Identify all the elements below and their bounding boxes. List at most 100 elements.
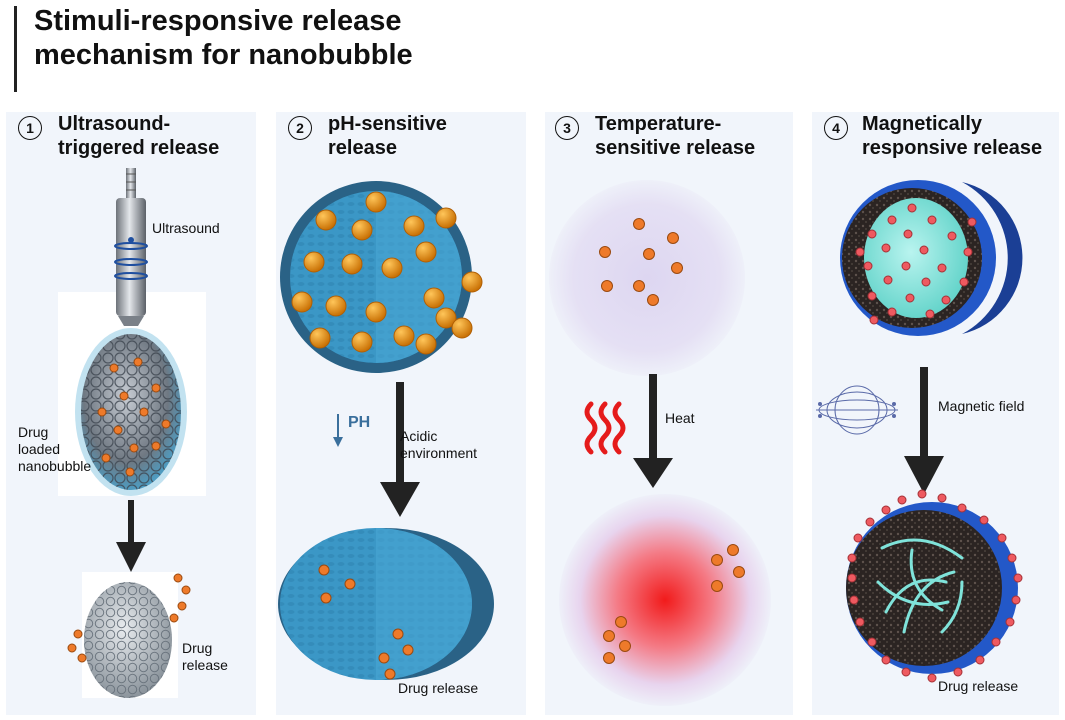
ultrasound-probe-icon	[114, 168, 148, 326]
panel-temperature-sensitive: 3 Temperature- sensitive release Heat	[545, 112, 793, 715]
lipid-nanobubble-icon	[549, 180, 745, 376]
ultrasound-label: Ultrasound	[152, 220, 220, 236]
magnetic-particle	[967, 217, 977, 227]
magnetic-particle	[865, 517, 875, 527]
drug-particle	[344, 578, 356, 590]
step-number: 3	[555, 116, 579, 140]
magnetic-particle	[1007, 553, 1017, 563]
drug-particle	[77, 653, 87, 663]
magnetic-particle	[881, 243, 891, 253]
magnetic-particle	[881, 655, 891, 665]
step-number: 1	[18, 116, 42, 140]
drug-loaded-label-line-2: loaded	[18, 441, 61, 457]
drug-particle	[351, 219, 373, 241]
drug-particle	[615, 616, 627, 628]
title-line-1: Stimuli-responsive release	[34, 5, 402, 37]
drug-release-label: Drug release	[398, 680, 479, 696]
panel-3-illustration	[549, 180, 771, 706]
drug-particle	[403, 215, 425, 237]
magnetic-particle	[849, 595, 859, 605]
drug-particle	[435, 207, 457, 229]
figure-title: Stimuli-responsive release mechanism for…	[34, 4, 413, 72]
heat-label: Heat	[665, 410, 695, 426]
drug-particle	[113, 425, 123, 435]
acidic-environment-label: Acidic environment	[400, 428, 477, 462]
drug-loaded-label-line-1: Drug	[18, 424, 49, 440]
magnetic-particle	[847, 553, 857, 563]
panel-title-line-2: sensitive release	[595, 137, 756, 159]
drug-particle	[365, 301, 387, 323]
arrow-down-icon	[116, 500, 146, 572]
drug-particle	[169, 613, 179, 623]
magnetic-field-label: Magnetic field	[938, 398, 1025, 414]
panel-title-line-1: Magnetically	[862, 113, 983, 135]
panel-title: Temperature- sensitive release	[595, 112, 755, 160]
panel-title: pH-sensitive release	[328, 112, 447, 160]
magnetic-particle	[863, 261, 873, 271]
panel-ph-sensitive: 2 pH-sensitive release	[276, 112, 526, 715]
drug-particle	[309, 327, 331, 349]
drug-particle	[601, 280, 613, 292]
drug-particle	[325, 295, 347, 317]
drug-particle	[378, 652, 390, 664]
drug-particle	[415, 241, 437, 263]
drug-particle	[119, 391, 129, 401]
arrow-down-icon	[380, 382, 420, 517]
magnetic-particle	[867, 229, 877, 239]
drug-particle	[381, 257, 403, 279]
panel-title-line-2: release	[328, 137, 397, 159]
drug-particle	[161, 419, 171, 429]
drug-particle	[633, 218, 645, 230]
magnetic-particle	[853, 533, 863, 543]
drug-particle	[727, 544, 739, 556]
magnetic-particle	[957, 503, 967, 513]
title-line-2: mechanism for nanobubble	[34, 39, 413, 71]
drug-particle	[97, 407, 107, 417]
drug-particle	[619, 640, 631, 652]
drug-particle	[303, 251, 325, 273]
magnetic-particle	[883, 275, 893, 285]
drug-particle	[177, 601, 187, 611]
magnetic-particle	[921, 277, 931, 287]
magnetic-particle	[903, 229, 913, 239]
magnetic-particle	[937, 263, 947, 273]
drug-particle	[125, 467, 135, 477]
magnetic-particle	[1013, 573, 1023, 583]
drug-particle	[318, 564, 330, 576]
magnetic-particle	[897, 495, 907, 505]
panel-2-illustration	[278, 181, 494, 680]
magnetic-particle	[855, 617, 865, 627]
ph-label: PH	[348, 414, 371, 431]
drug-particle	[603, 652, 615, 664]
heat-waves-icon	[584, 401, 626, 455]
drug-particle	[415, 333, 437, 355]
magnetic-particle	[927, 215, 937, 225]
magnetic-particle	[941, 295, 951, 305]
drug-release-label-line-1: Drug	[182, 640, 213, 656]
magnetic-particle	[997, 533, 1007, 543]
magnetic-particle	[937, 493, 947, 503]
arrow-down-icon	[633, 374, 673, 488]
magnetic-particle	[947, 231, 957, 241]
panel-1-illustration	[58, 168, 206, 698]
magnetic-particle	[925, 309, 935, 319]
panel-ultrasound: 1 Ultrasound- triggered release	[6, 112, 256, 715]
magnetic-particle	[907, 203, 917, 213]
ruptured-nanobubble-icon	[67, 573, 191, 698]
panel-title: Magnetically responsive release	[862, 112, 1042, 160]
drug-particle	[451, 317, 473, 339]
magnetic-particle	[887, 307, 897, 317]
drug-particle	[151, 441, 161, 451]
drug-loaded-label-line-3: nanobubble	[18, 458, 92, 474]
magnetic-particle	[1005, 617, 1015, 627]
acidic-label-line-1: Acidic	[400, 428, 438, 444]
heated-nanobubble-icon	[559, 494, 771, 706]
drug-particle	[671, 262, 683, 274]
magnetic-field-lines-icon	[816, 385, 898, 435]
drug-release-label: Drug release	[182, 640, 228, 674]
drug-particle	[393, 325, 415, 347]
drug-loaded-label: Drug loaded nanobubble	[18, 424, 91, 475]
drug-particle	[402, 644, 414, 656]
drug-particle	[101, 453, 111, 463]
drug-particle	[181, 585, 191, 595]
